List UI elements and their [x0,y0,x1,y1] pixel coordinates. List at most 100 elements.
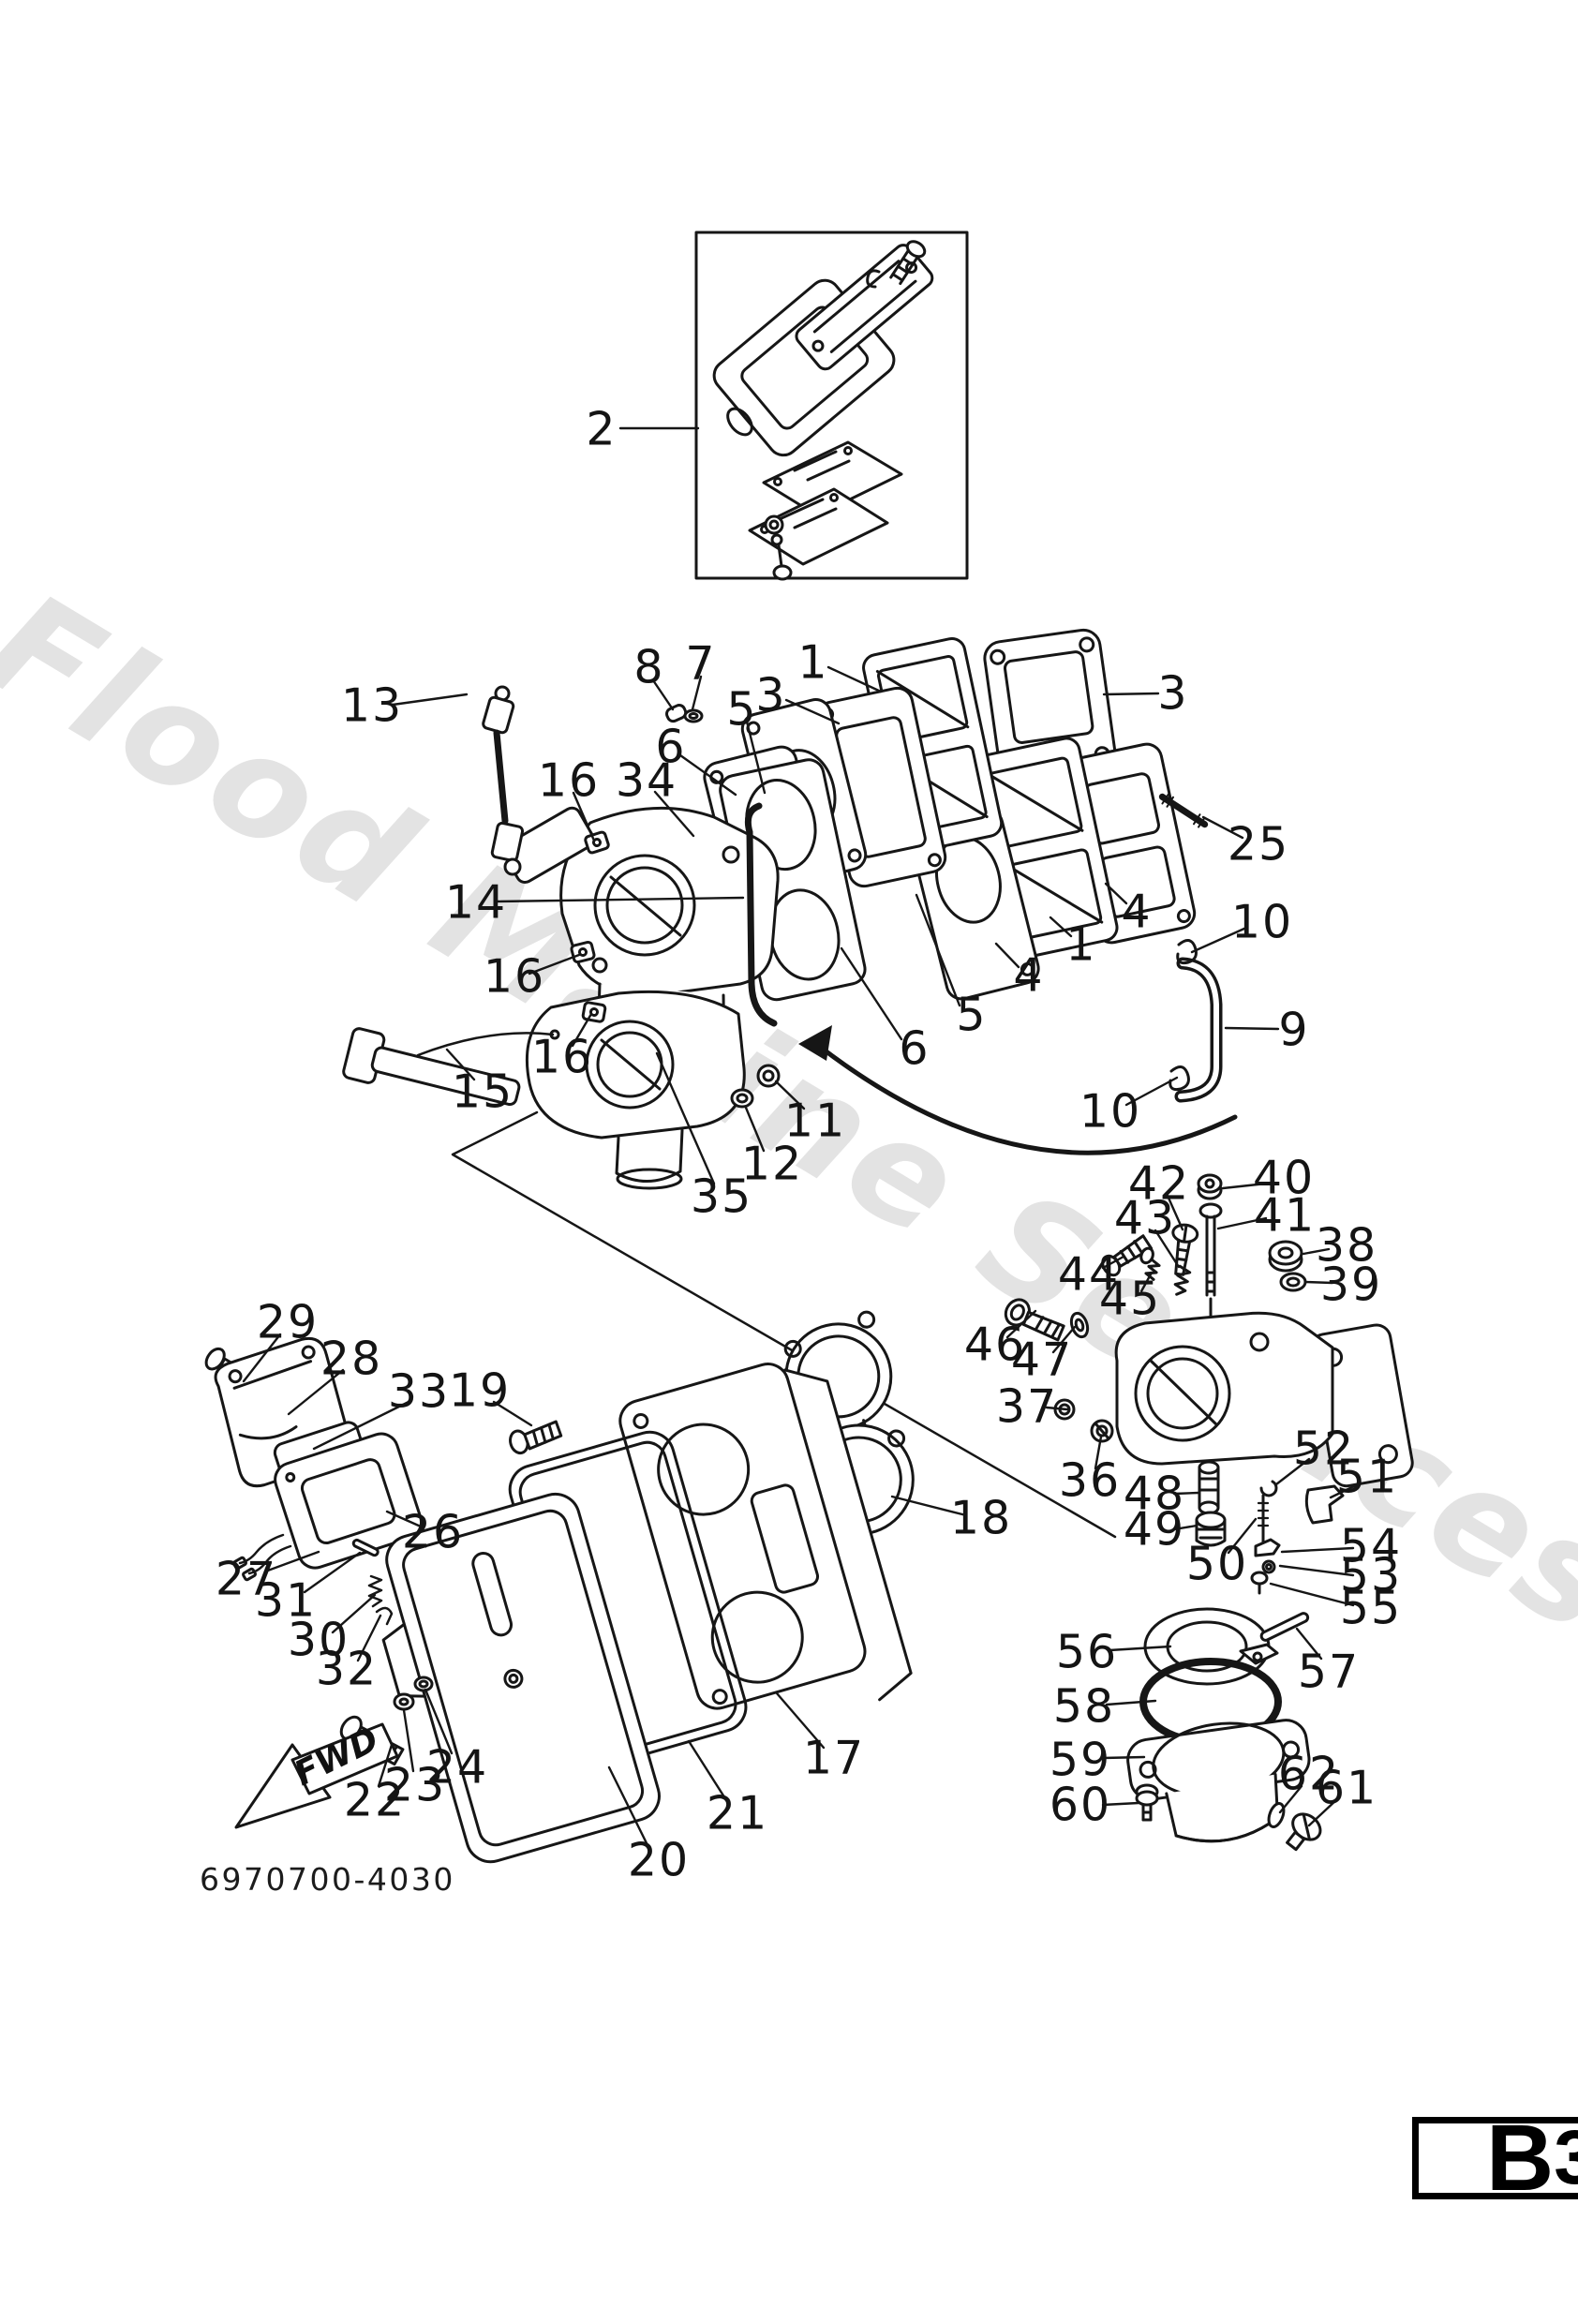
leader-36 [1094,1435,1103,1470]
kit-screw-icon [889,240,927,286]
assembly-pointer-arrow [451,1025,1238,1539]
callout-45: 45 [1098,1272,1162,1326]
leader-5 [915,893,961,1007]
callout-61: 61 [1315,1761,1378,1815]
leader-22 [377,1743,394,1788]
intake-silencer-group: FWD [204,1310,915,1864]
wires-27 [232,1533,292,1582]
leader-6 [678,753,737,797]
callout-9: 9 [1278,1003,1310,1057]
screw-41 [1198,1202,1223,1297]
leader-4 [994,942,1020,969]
callout-6: 6 [899,1021,930,1076]
leader-14 [495,896,745,903]
callout-28: 28 [320,1332,383,1386]
leader-9 [1224,1026,1280,1031]
leader-53 [1278,1564,1355,1577]
leader-40 [1221,1182,1268,1190]
screw-55 [1250,1571,1269,1595]
leader-26 [385,1510,423,1528]
callout-30: 30 [287,1613,350,1667]
cap-38 [1268,1240,1303,1273]
washer-24 [413,1676,434,1692]
leader-16 [572,791,596,842]
leader-6 [840,946,903,1041]
leader-47 [1051,1325,1077,1354]
callout-3: 3 [1157,666,1189,721]
callout-14: 14 [444,875,508,930]
callout-29: 29 [256,1295,320,1349]
callout-32: 32 [315,1642,379,1696]
leader-37 [1045,1406,1069,1411]
callout-47: 47 [1010,1333,1074,1387]
callout-31: 31 [254,1573,318,1628]
callout-16: 16 [483,949,546,1004]
leader-23 [402,1708,415,1773]
page-code-number: 3 [1554,2115,1578,2200]
callout-46: 46 [963,1318,1027,1372]
drain-screw-60 [1135,1783,1159,1822]
float-arm-54 [1254,1538,1281,1557]
pin-31 [351,1538,380,1557]
breather-hose-9 [1169,939,1223,1103]
callout-19: 19 [448,1363,512,1418]
silencer-box-20 [381,1492,661,1864]
nut-11 [756,1064,781,1088]
leader-56 [1108,1645,1172,1652]
callout-56: 56 [1055,1625,1119,1679]
callout-43: 43 [1113,1191,1177,1245]
leader-1 [1049,916,1073,938]
leader-54 [1280,1546,1355,1554]
leader-28 [287,1368,345,1416]
hose-clip-10-bottom [1169,1065,1190,1092]
callout-21: 21 [706,1786,769,1840]
stud-25 [1158,793,1209,828]
callout-44: 44 [1057,1247,1121,1302]
leader-3 [1102,692,1160,696]
callout-49: 49 [1123,1502,1186,1557]
leader-45 [1139,1271,1154,1293]
leader-41 [1216,1216,1268,1230]
leader-4 [1104,882,1128,905]
spring-43 [1173,1264,1192,1296]
callout-38: 38 [1315,1218,1378,1273]
leader-13 [391,693,469,707]
callout-15: 15 [451,1065,514,1119]
main-jet-49 [1195,1511,1227,1547]
callout-42: 42 [1127,1156,1191,1211]
callout-40: 40 [1252,1151,1316,1205]
leader-48 [1172,1491,1200,1496]
carburetor-35 [525,982,746,1190]
leader-51 [1329,1483,1358,1499]
leader-38 [1302,1247,1331,1256]
callout-57: 57 [1297,1645,1361,1699]
hook-32 [375,1606,394,1626]
washer-12 [730,1088,754,1109]
callout-11: 11 [783,1094,847,1148]
washer-47 [1069,1311,1090,1339]
callout-10: 10 [1079,1084,1142,1139]
callout-41: 41 [1253,1188,1317,1243]
callout-8: 8 [633,640,665,694]
carburetor-37-group [1004,1173,1414,1852]
leader-10 [1124,1076,1179,1107]
screw-61 [1286,1812,1322,1852]
callout-39: 39 [1319,1258,1383,1312]
choke-rod-14 [744,802,778,1027]
callout-22: 22 [343,1773,407,1827]
fwd-arrow [234,1722,399,1829]
callout-60: 60 [1049,1778,1112,1832]
callout-20: 20 [627,1833,691,1887]
float-pin-57 [1259,1612,1310,1642]
page-code-prefix: B [1486,2106,1555,2211]
leader-31 [303,1551,362,1594]
callout-5: 5 [726,682,758,737]
leader-16 [528,953,581,976]
callout-24: 24 [425,1740,489,1795]
leader-43 [1154,1229,1181,1269]
callout-54: 54 [1339,1519,1403,1573]
